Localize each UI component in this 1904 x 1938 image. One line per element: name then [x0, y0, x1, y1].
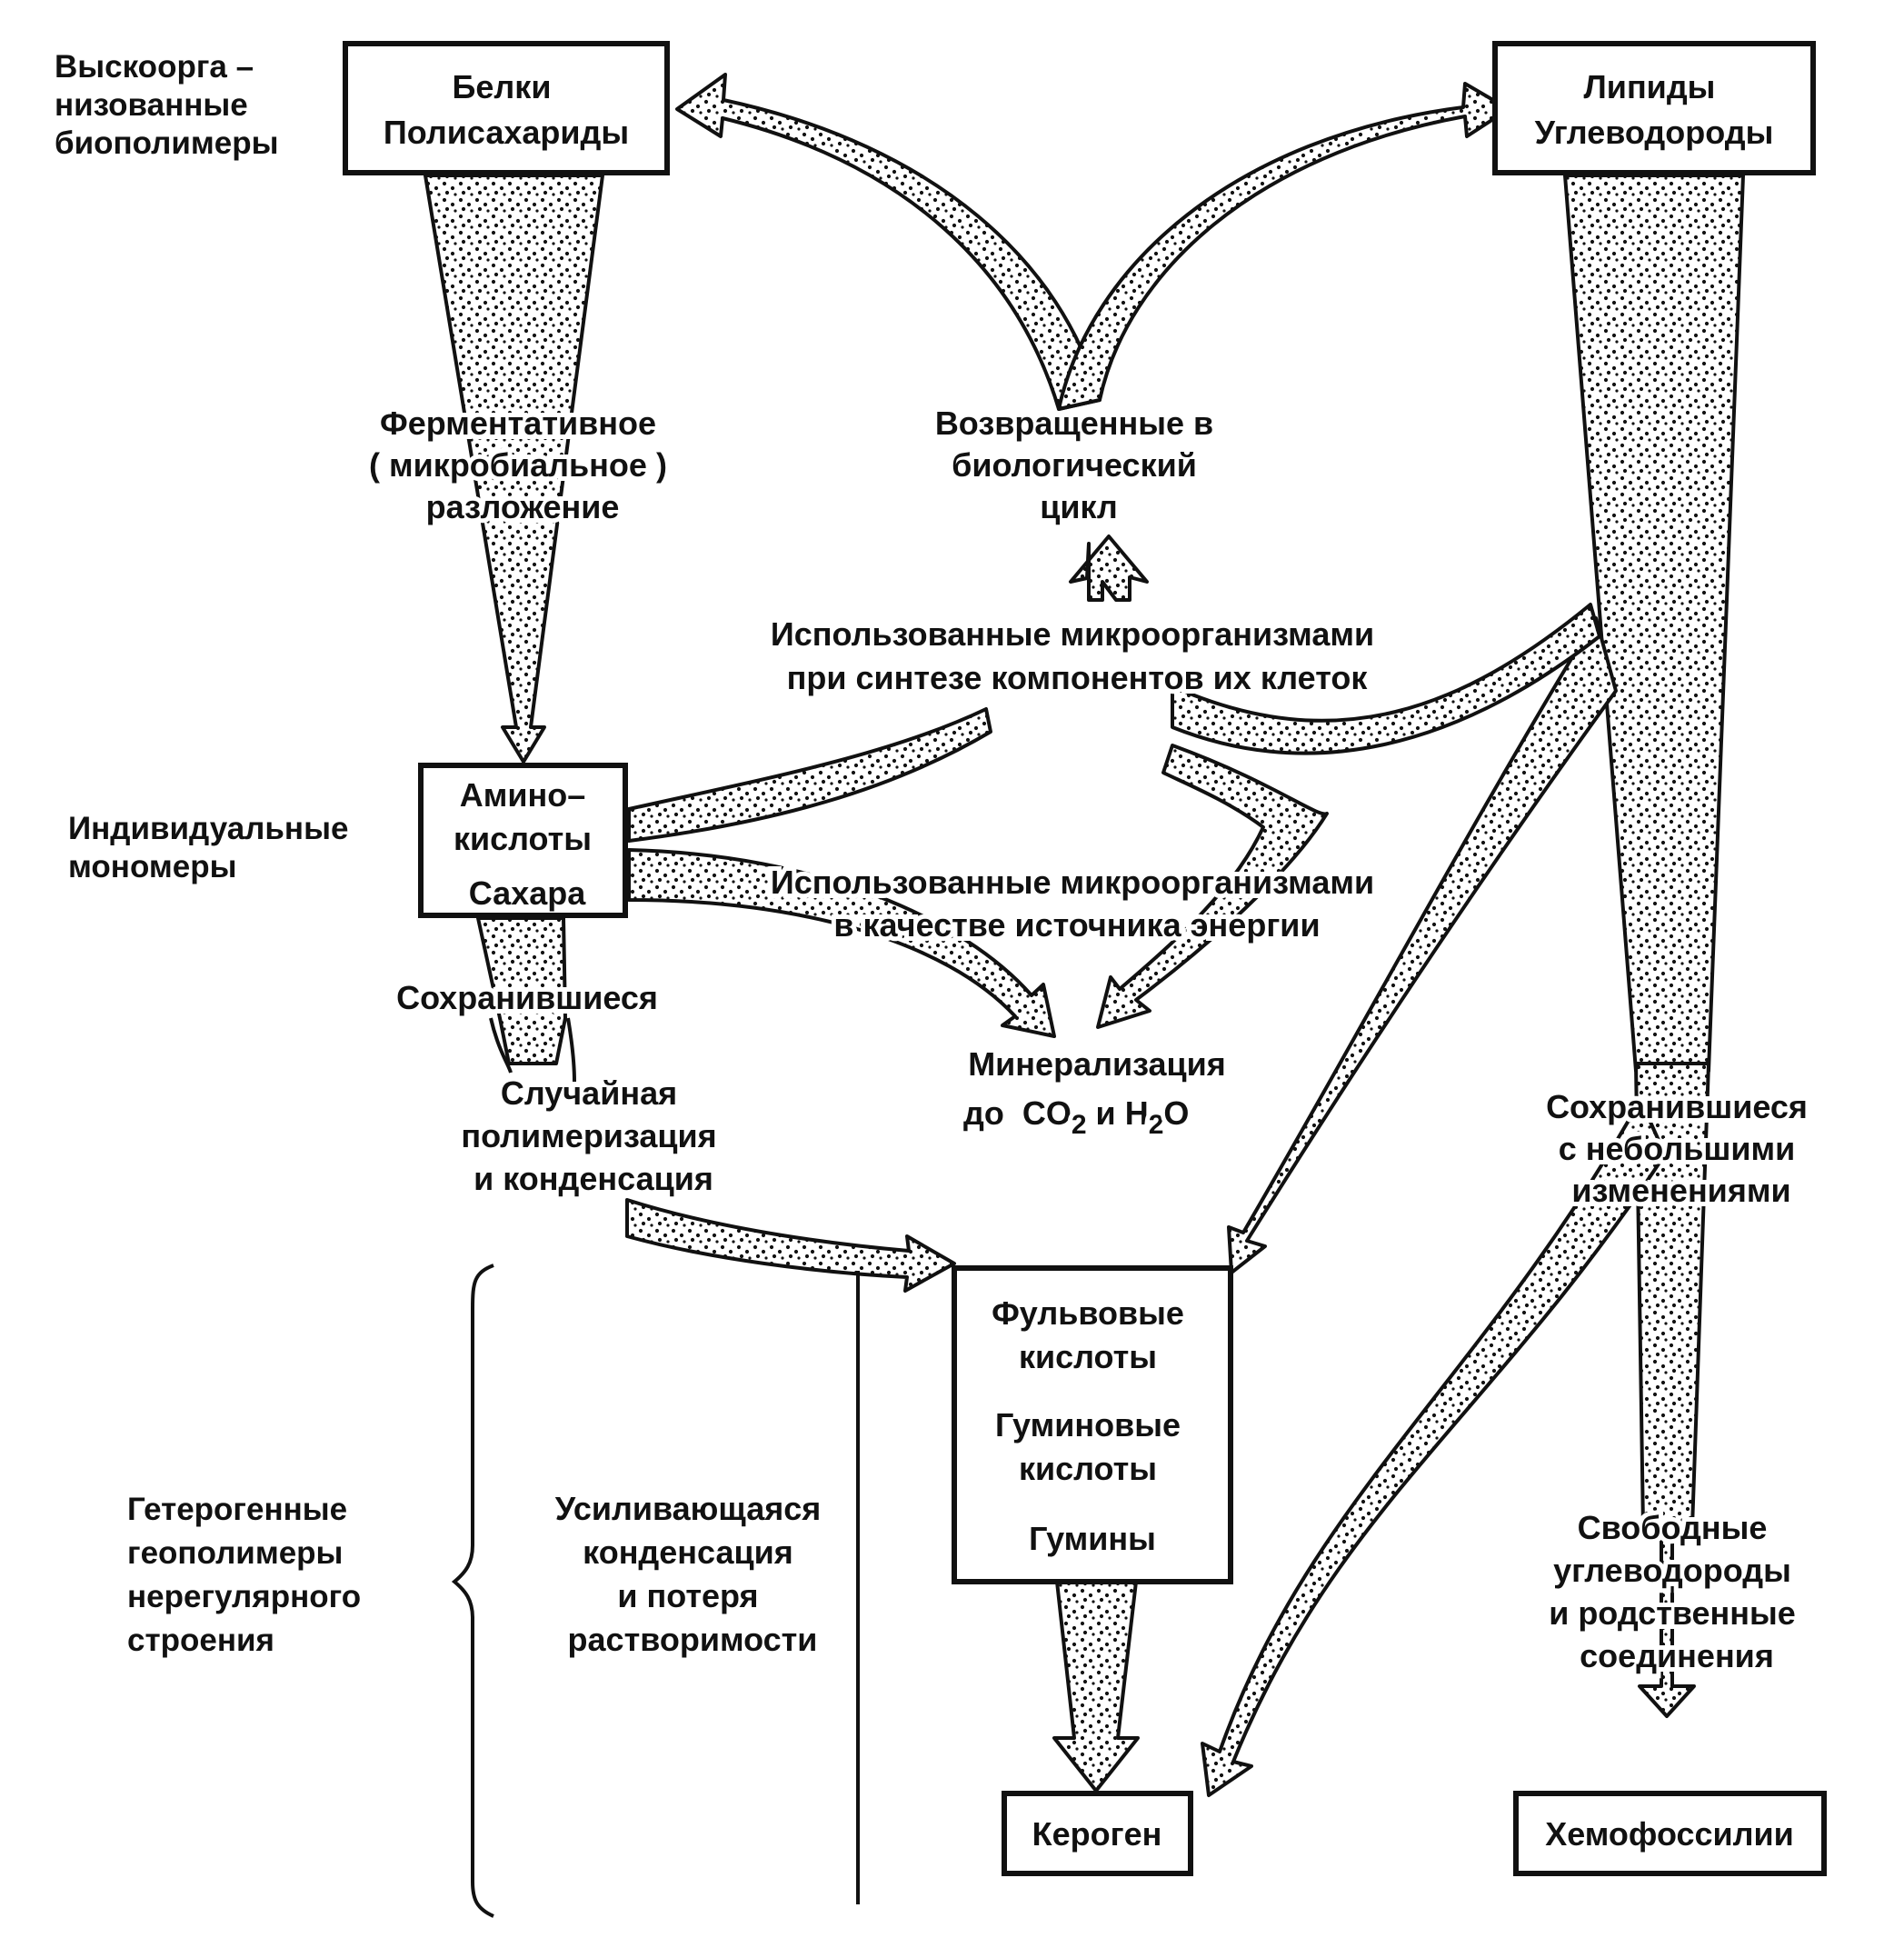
heterogeneous-geopolymers-label: Гетерогенные геополимеры нерегулярного с… [127, 1492, 370, 1658]
lipids-to-kerogen-flow [1201, 1098, 1667, 1797]
free-hydrocarbons-label: Свободные углеводороды и родственные сое… [1549, 1509, 1805, 1674]
chemofossils-box [1513, 1791, 1827, 1876]
geopolymer-brace [451, 1264, 494, 1918]
chemofossils-flow [1634, 1062, 1710, 1718]
preserved-right-stroke [566, 1017, 576, 1083]
enzymatic-decomposition-label: Ферментативное ( микробиальное ) разложе… [369, 405, 676, 525]
kerogen-box [1002, 1791, 1193, 1876]
preserved-label: Сохранившиеся [396, 979, 658, 1016]
return-to-proteins-flow [675, 73, 1102, 411]
used-as-energy-label: Использованные микроорганизмами в качест… [771, 864, 1383, 944]
mineralization-label: Минерализация [968, 1045, 1226, 1083]
used-in-synthesis-label: Использованные микроорганизмами при синт… [771, 615, 1383, 696]
enzymatic-decomposition-flow [424, 174, 604, 764]
amino-sugars-box-label: Амино– кислоты Сахара [454, 776, 601, 912]
high-organized-biopolymers-label: Выскоорга – низованные биополимеры [55, 49, 279, 161]
preserved-left-stroke [489, 1017, 513, 1074]
humic-to-kerogen-flow [1052, 1580, 1140, 1793]
kerogen-box-label: Кероген [1032, 1815, 1162, 1853]
lipids-box [1492, 41, 1816, 175]
synthesis-to-mineralization-flow [1096, 744, 1329, 1029]
polymerization-to-humic-flow [625, 1198, 956, 1293]
return-to-lipids-flow [1057, 82, 1510, 411]
proteins-box [343, 41, 670, 175]
amino-to-synthesis-flow [627, 707, 992, 843]
synthesis-to-lipids-flow [1171, 603, 1601, 755]
chemofossils-box-label: Хемофоссилии [1545, 1815, 1794, 1853]
returned-to-cycle-label: Возвращенные в биологический цикл [935, 405, 1222, 525]
amino-sugars-box [418, 763, 628, 918]
lipids-box-label: Липиды Углеводороды [1535, 68, 1774, 151]
preserved-small-changes-label: Сохранившиеся с небольшими изменениями [1546, 1088, 1817, 1209]
random-polymerization-label: Случайная полимеризация и конденсация [461, 1074, 725, 1197]
increasing-condensation-label: Усиливающаяся конденсация и потеря раств… [555, 1490, 831, 1658]
proteins-box-label: Белки Полисахариды [384, 68, 629, 151]
individual-monomers-label: Индивидуальные мономеры [68, 811, 357, 884]
humic-box [952, 1265, 1233, 1584]
amino-to-mineralization-flow [627, 848, 1056, 1038]
humic-box-label: Фульвовые кислоты Гуминовые кислоты Гуми… [992, 1294, 1193, 1557]
return-small-arrow [1069, 534, 1149, 602]
